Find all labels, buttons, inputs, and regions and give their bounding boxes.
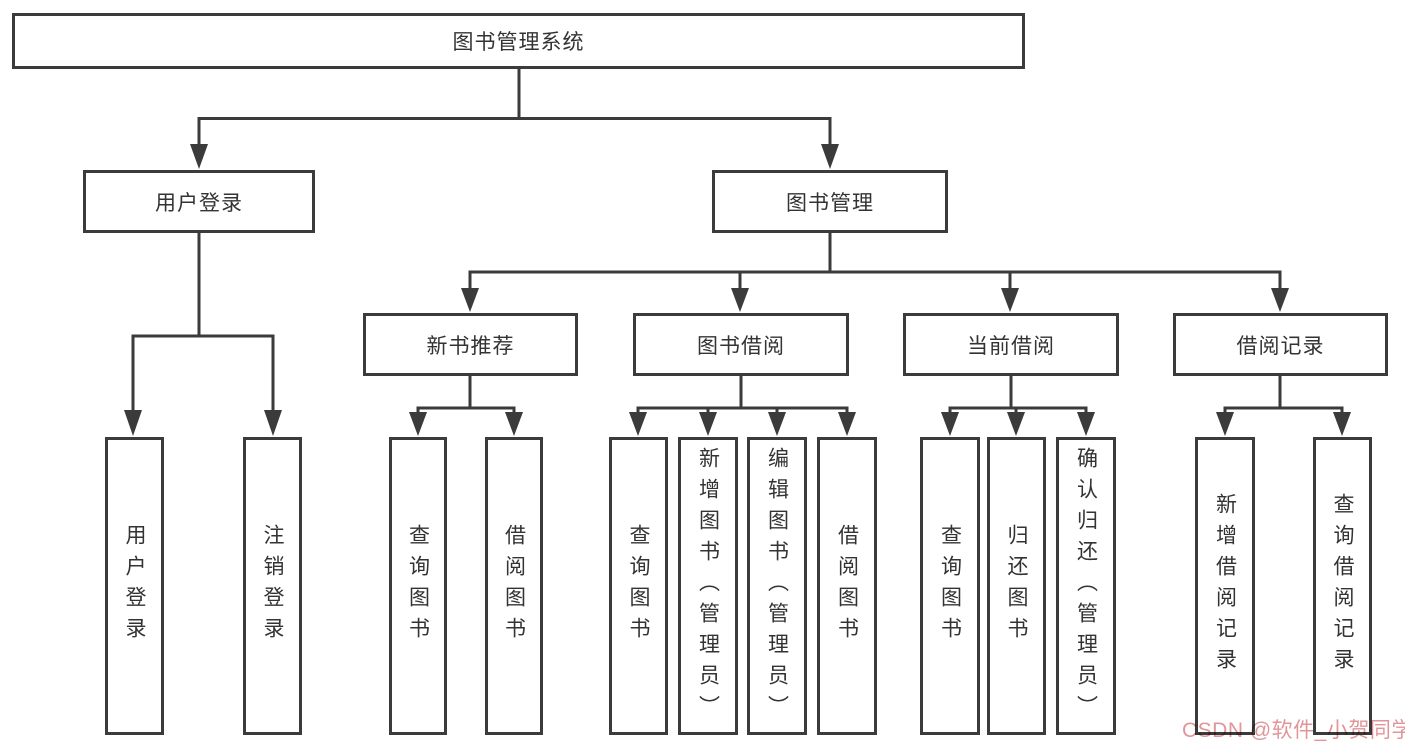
leaf-query-book-recommend: 查询图书 <box>389 437 447 735</box>
leaf-edit-book-admin: 编辑图书（管理员） <box>747 437 807 735</box>
node-root-library-system: 图书管理系统 <box>12 13 1025 69</box>
leaf-logout: 注销登录 <box>243 437 302 735</box>
node-current-borrow: 当前借阅 <box>903 313 1119 376</box>
leaf-add-book-admin: 新增图书（管理员） <box>678 437 738 735</box>
leaf-confirm-return-admin: 确认归还（管理员） <box>1056 437 1116 735</box>
node-user-login: 用户登录 <box>83 170 315 233</box>
leaf-query-book-current: 查询图书 <box>920 437 980 735</box>
node-new-book-recommend: 新书推荐 <box>363 313 578 376</box>
leaf-query-book-borrow: 查询图书 <box>609 437 668 735</box>
csdn-watermark: CSDN @软件_小贺同学 <box>1182 719 1405 742</box>
node-book-management: 图书管理 <box>712 170 948 233</box>
node-borrow-record: 借阅记录 <box>1173 313 1388 376</box>
leaf-borrow-book: 借阅图书 <box>817 437 877 735</box>
leaf-borrow-book-recommend: 借阅图书 <box>485 437 543 735</box>
leaf-add-borrow-record: 新增借阅记录 <box>1195 437 1255 735</box>
leaf-return-book: 归还图书 <box>987 437 1046 735</box>
leaf-user-login: 用户登录 <box>105 437 164 735</box>
leaf-query-borrow-record: 查询借阅记录 <box>1313 437 1372 735</box>
node-book-borrow: 图书借阅 <box>633 313 849 376</box>
